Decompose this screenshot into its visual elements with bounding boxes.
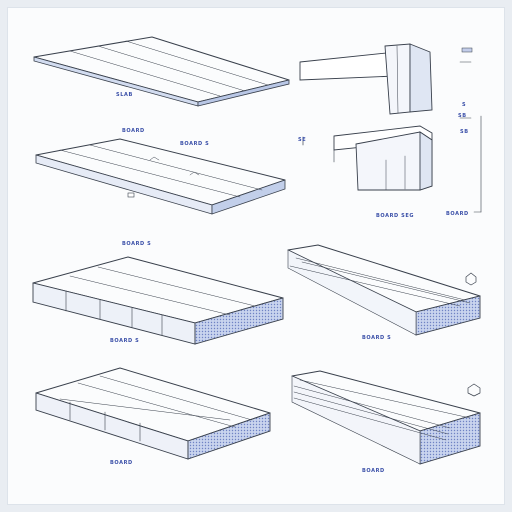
plank-layered-panel — [287, 244, 481, 336]
board-label-left: BOARD — [122, 128, 145, 134]
block-caption: BOARD S — [110, 338, 140, 344]
stepped-caption: BOARD — [110, 460, 133, 466]
board-label-right: BOARD S — [180, 141, 210, 147]
board-block-panel — [32, 256, 284, 345]
detail-tag-top: S — [462, 102, 467, 108]
board-stack-panel — [35, 138, 286, 215]
plank-caption: BOARD S — [362, 335, 392, 341]
slab-thin-panel — [33, 36, 290, 107]
laminated-caption: BOARD — [362, 468, 385, 474]
detail-tag-se: SE — [298, 137, 307, 143]
plank-laminated-panel — [291, 370, 481, 465]
corner-detail — [299, 43, 482, 213]
detail-caption-right: BOARD — [446, 211, 469, 217]
board-stepped-panel — [35, 367, 271, 460]
detail-caption: BOARD SEG — [376, 213, 415, 219]
slab-label: SLAB — [116, 92, 133, 98]
block-label: BOARD S — [122, 241, 152, 247]
detail-tag-mid: SB — [458, 113, 467, 119]
detail-tag-low: SB — [460, 129, 469, 135]
